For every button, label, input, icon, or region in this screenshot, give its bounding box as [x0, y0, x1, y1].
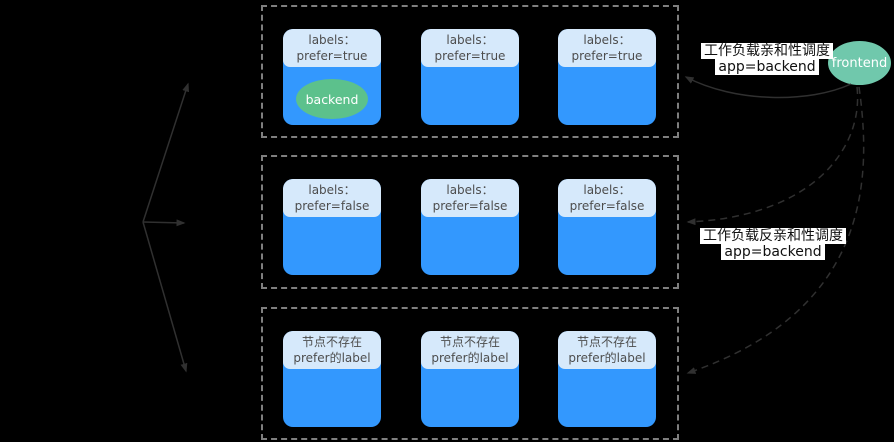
anti-affinity-annotation: 工作负载反亲和性调度 app=backend	[700, 228, 846, 260]
node-label-header: 节点不存在 prefer的label	[421, 331, 519, 369]
node-label-header: labels： prefer=true	[558, 29, 656, 67]
backend-pod-label: backend	[305, 91, 359, 107]
node-label-line2: prefer的label	[431, 351, 509, 365]
anti-affinity-annotation-line2: app=backend	[721, 244, 825, 260]
node-prefer-false-2: labels： prefer=false	[421, 179, 519, 275]
affinity-annotation-line1: 工作负载亲和性调度	[701, 43, 833, 59]
node-label-line2: prefer=true	[296, 49, 368, 63]
node-prefer-true-2: labels： prefer=true	[421, 29, 519, 125]
node-label-header: labels： prefer=false	[421, 179, 519, 217]
node-label-line1: 节点不存在	[301, 334, 362, 349]
node-prefer-false-3: labels： prefer=false	[558, 179, 656, 275]
node-label-header: labels： prefer=false	[558, 179, 656, 217]
node-label-line2: prefer=false	[432, 199, 508, 213]
node-group-prefer-false: labels： prefer=false labels： prefer=fals…	[261, 155, 679, 289]
node-prefer-true-3: labels： prefer=true	[558, 29, 656, 125]
node-group-no-prefer-label: 节点不存在 prefer的label 节点不存在 prefer的label 节点…	[261, 307, 679, 440]
node-label-line1: labels：	[583, 32, 631, 47]
node-no-label-2: 节点不存在 prefer的label	[421, 331, 519, 427]
node-label-line2: prefer=true	[571, 49, 643, 63]
anti-affinity-curve-middle	[686, 86, 859, 226]
node-prefer-false-1: labels： prefer=false	[283, 179, 381, 275]
anti-affinity-annotation-line1: 工作负载反亲和性调度	[700, 228, 846, 244]
node-label-line1: labels：	[446, 32, 494, 47]
node-label-line2: prefer的label	[293, 351, 371, 365]
node-label-line1: labels：	[583, 182, 631, 197]
node-no-label-3: 节点不存在 prefer的label	[558, 331, 656, 427]
node-label-header: 节点不存在 prefer的label	[558, 331, 656, 369]
node-label-header: labels： prefer=true	[421, 29, 519, 67]
node-label-line1: labels：	[446, 182, 494, 197]
branch-arrow-to-group3	[142, 221, 188, 373]
affinity-curve	[684, 76, 852, 99]
affinity-annotation: 工作负载亲和性调度 app=backend	[700, 43, 834, 75]
node-label-header: 节点不存在 prefer的label	[283, 331, 381, 369]
node-label-line1: 节点不存在	[439, 334, 500, 349]
node-label-line2: prefer的label	[568, 351, 646, 365]
node-label-line2: prefer=true	[434, 49, 506, 63]
branch-arrow-to-group2	[142, 219, 186, 227]
node-label-header: labels： prefer=false	[283, 179, 381, 217]
backend-pod: backend	[296, 79, 368, 119]
node-label-header: labels： prefer=true	[283, 29, 381, 67]
node-group-prefer-true: labels： prefer=true backend labels： pref…	[261, 5, 679, 138]
affinity-annotation-line2: app=backend	[715, 59, 819, 75]
node-label-line2: prefer=false	[294, 199, 370, 213]
frontend-pod: frontend	[828, 41, 891, 85]
frontend-pod-label: frontend	[831, 55, 888, 71]
node-label-line1: labels：	[308, 32, 356, 47]
node-label-line2: prefer=false	[569, 199, 645, 213]
node-prefer-true-1: labels： prefer=true backend	[283, 29, 381, 125]
branch-arrow-to-group1	[142, 82, 190, 223]
node-no-label-1: 节点不存在 prefer的label	[283, 331, 381, 427]
node-label-line1: 节点不存在	[576, 334, 637, 349]
node-label-line1: labels：	[308, 182, 356, 197]
